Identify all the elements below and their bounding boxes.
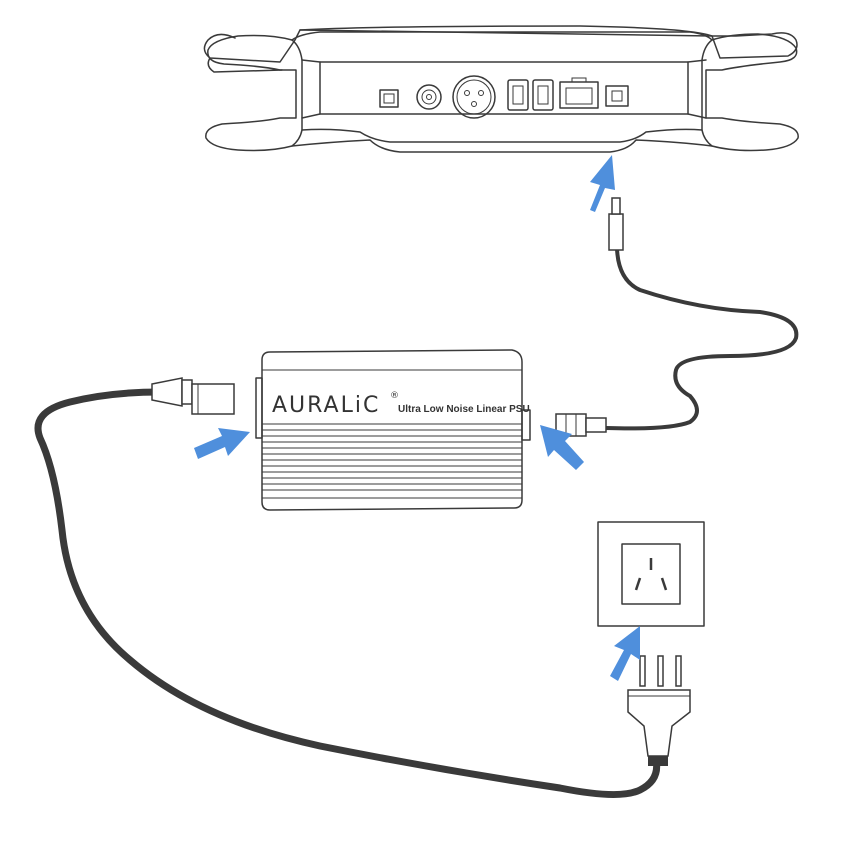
iec-connector-icon: [151, 377, 235, 415]
linear-psu: AURALiC ® Ultra Low Noise Linear PSU: [255, 349, 531, 511]
usb-port-1: [507, 79, 529, 111]
psu-heatsink-fins: [262, 423, 522, 491]
arrow-icon: [540, 425, 584, 470]
arrow-icon: [194, 428, 250, 459]
ac-cable-wire: [34, 388, 661, 798]
arrow-icon: [590, 155, 615, 212]
psu-model-label: Ultra Low Noise Linear PSU: [398, 404, 530, 415]
dc-plug-top: [608, 197, 624, 251]
ac-power-cable: [34, 377, 661, 798]
dc-connector-icon: [555, 413, 607, 437]
device-right-cap: [701, 33, 799, 152]
dc-cable: [604, 197, 799, 431]
arrow-to-streamer: [590, 155, 615, 212]
ethernet-port: [559, 77, 599, 109]
registered-mark: ®: [390, 391, 399, 401]
streamer-device: [203, 25, 799, 153]
psu-dc-outlet: [521, 409, 531, 441]
arrow-to-psu-output: [540, 425, 584, 470]
usb-port-2: [532, 79, 554, 111]
power-socket-icon: [597, 521, 705, 627]
coaxial-port: [416, 84, 442, 110]
psu-ac-inlet: [255, 377, 263, 439]
optical-port: [379, 89, 399, 108]
arrow-to-socket: [610, 626, 640, 681]
dc-cable-wire: [604, 246, 799, 431]
arrow-icon: [610, 626, 640, 681]
power-plug-icon: [627, 655, 691, 766]
device-left-cap: [205, 34, 303, 152]
psu-brand-label: AURALiC: [272, 393, 380, 418]
arrow-to-psu-input: [194, 428, 250, 459]
aes-xlr-port: [452, 75, 496, 119]
dc-input-port: [605, 85, 629, 107]
device-rear-panel: [319, 61, 689, 115]
psu-body: [261, 349, 523, 511]
device-body: [203, 25, 798, 73]
